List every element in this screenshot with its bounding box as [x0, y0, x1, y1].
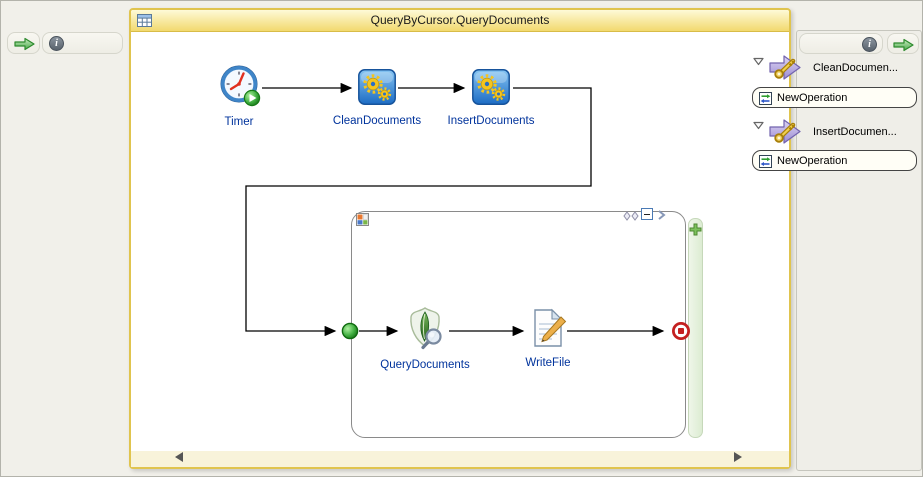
node-write-file[interactable]: WriteFile: [498, 308, 598, 369]
operation-icon: [759, 154, 772, 168]
operation-item[interactable]: NewOperation: [752, 150, 917, 171]
green-arrow-icon: [893, 38, 914, 52]
flow-table-icon: [137, 14, 152, 27]
right-info-bar[interactable]: i: [799, 33, 883, 54]
expander-icon[interactable]: [753, 57, 764, 66]
node-insert-documents[interactable]: InsertDocuments: [441, 69, 541, 127]
operation-label: NewOperation: [777, 92, 848, 104]
node-clean-documents[interactable]: CleanDocuments: [327, 69, 427, 127]
gears-step-icon: [358, 69, 396, 105]
subprocess-type-icon: [356, 213, 369, 226]
port-key-icon[interactable]: [769, 53, 807, 83]
timer-clock-icon: [220, 65, 261, 107]
green-arrow-icon: [14, 37, 35, 51]
window-title: QueryByCursor.QueryDocuments: [370, 13, 550, 27]
write-file-icon: [534, 308, 567, 347]
scroll-right-icon[interactable]: [734, 452, 742, 462]
expander-icon[interactable]: [753, 121, 764, 130]
port-label[interactable]: CleanDocumen...: [813, 62, 898, 74]
query-leaf-magnifier-icon: [410, 307, 442, 350]
node-label: Timer: [224, 116, 254, 128]
operation-icon: [759, 91, 772, 105]
window-titlebar[interactable]: QueryByCursor.QueryDocuments: [131, 10, 789, 32]
horizontal-scrollbar[interactable]: [131, 451, 789, 467]
node-label: WriteFile: [525, 357, 571, 369]
left-palette-toggle[interactable]: [7, 32, 40, 54]
node-query-documents[interactable]: QueryDocuments: [375, 307, 475, 371]
gears-step-icon: [472, 69, 510, 105]
left-info-bar[interactable]: i: [42, 32, 123, 54]
operation-item[interactable]: NewOperation: [752, 87, 917, 108]
node-label: CleanDocuments: [332, 115, 422, 127]
port-key-icon[interactable]: [769, 117, 807, 147]
node-label: QueryDocuments: [380, 359, 470, 371]
node-timer[interactable]: Timer: [217, 63, 261, 128]
collapse-button[interactable]: [641, 208, 653, 220]
operation-label: NewOperation: [777, 155, 848, 167]
chevron-right-icon[interactable]: [657, 209, 667, 221]
plus-icon[interactable]: [689, 223, 702, 236]
info-icon[interactable]: i: [862, 37, 877, 52]
port-label[interactable]: InsertDocumen...: [813, 126, 897, 138]
start-point-icon[interactable]: [341, 322, 359, 340]
right-palette-toggle[interactable]: [887, 33, 919, 54]
scroll-left-icon[interactable]: [175, 452, 183, 462]
info-icon[interactable]: i: [49, 36, 64, 51]
adorner-diamonds-icon: [623, 211, 639, 221]
end-point-icon[interactable]: [671, 321, 691, 341]
node-label: InsertDocuments: [447, 115, 535, 127]
minus-icon: [644, 213, 650, 216]
